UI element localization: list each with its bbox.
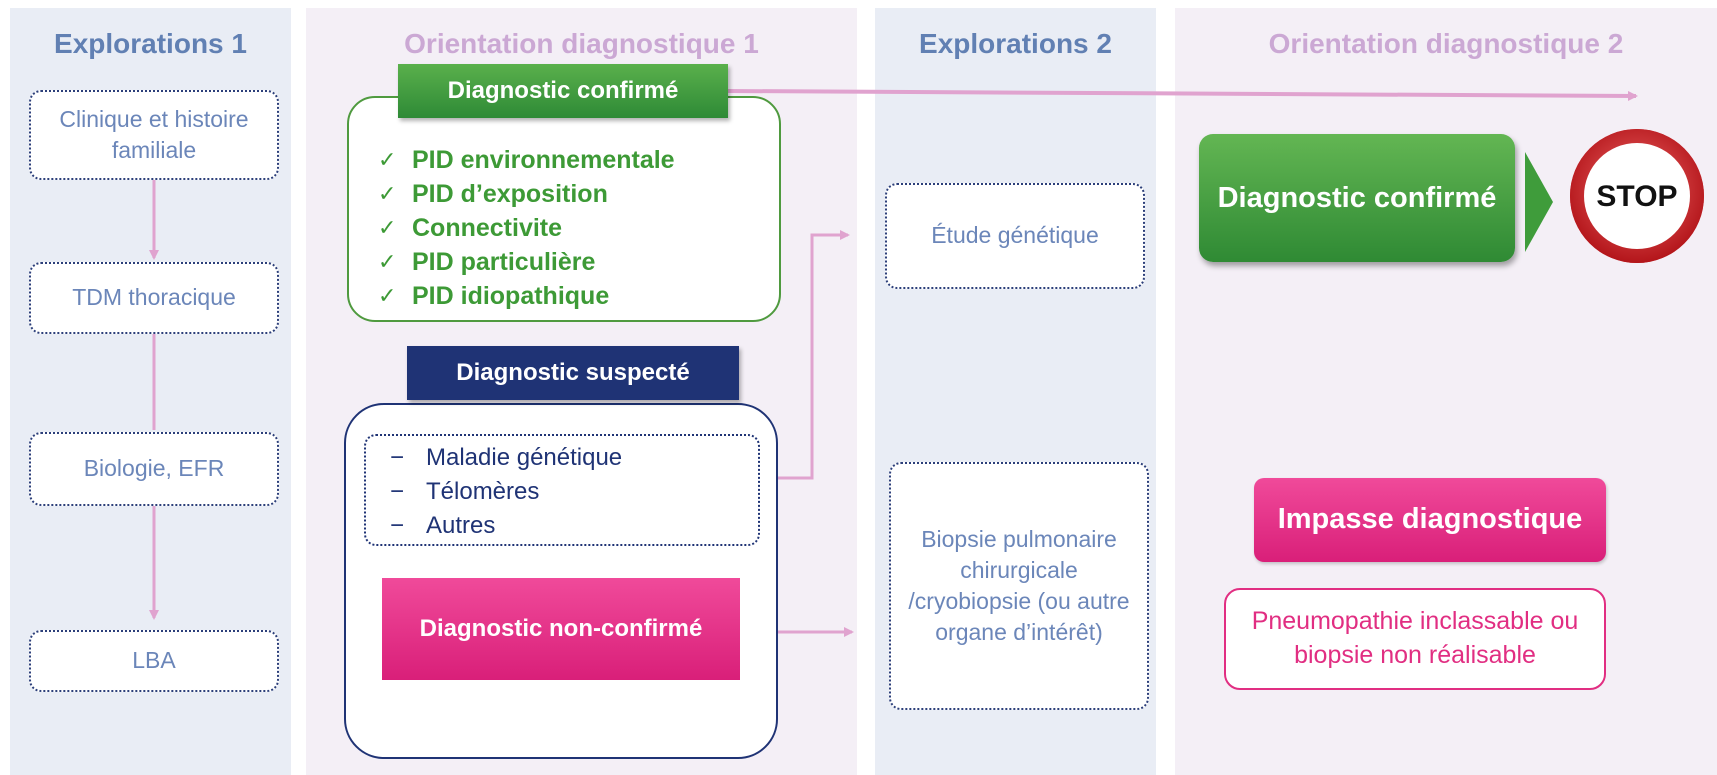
confirmed-item: ✓Connectivite bbox=[378, 211, 675, 245]
suspected-item: −Télomères bbox=[390, 475, 622, 509]
confirmed-banner: Diagnostic confirmé bbox=[398, 64, 728, 118]
dash-bullet: − bbox=[390, 444, 405, 471]
checkmark-icon: ✓ bbox=[378, 215, 397, 240]
exploration-tdm-thoracique: TDM thoracique bbox=[29, 262, 279, 334]
suspected-list: −Maladie génétique −Télomères −Autres bbox=[390, 441, 622, 543]
chevron-right-icon bbox=[1525, 152, 1553, 252]
checkmark-icon: ✓ bbox=[378, 283, 397, 308]
confirmed-item: ✓PID environnementale bbox=[378, 143, 675, 177]
dash-bullet: − bbox=[390, 512, 405, 539]
exploration-biopsie: Biopsie pulmonaire chirurgicale /cryobio… bbox=[889, 462, 1149, 710]
column-title-orientation-1: Orientation diagnostique 1 bbox=[404, 28, 759, 59]
exploration-lba: LBA bbox=[29, 630, 279, 692]
column-title-explorations-2: Explorations 2 bbox=[919, 28, 1112, 59]
exploration-biologie-efr: Biologie, EFR bbox=[29, 432, 279, 506]
exploration-clinique: Clinique et histoire familiale bbox=[29, 90, 279, 180]
confirmed-item: ✓PID idiopathique bbox=[378, 279, 675, 313]
checkmark-icon: ✓ bbox=[378, 147, 397, 172]
stop-sign-label: STOP bbox=[1596, 180, 1677, 213]
column-title-explorations-1: Explorations 1 bbox=[54, 28, 247, 59]
confirmed-item: ✓PID particulière bbox=[378, 245, 675, 279]
suspected-items-box bbox=[364, 434, 760, 546]
exploration-etude-genetique: Étude génétique bbox=[885, 183, 1145, 289]
suspected-item: −Autres bbox=[390, 509, 622, 543]
suspected-item: −Maladie génétique bbox=[390, 441, 622, 475]
final-confirmed-box: Diagnostic confirmé bbox=[1199, 134, 1515, 262]
impasse-detail-box: Pneumopathie inclassable ou biopsie non … bbox=[1224, 588, 1606, 690]
column-title-orientation-2: Orientation diagnostique 2 bbox=[1268, 28, 1624, 59]
dash-bullet: − bbox=[390, 478, 405, 505]
confirmed-item: ✓PID d’exposition bbox=[378, 177, 675, 211]
checkmark-icon: ✓ bbox=[378, 249, 397, 274]
not-confirmed-box: Diagnostic non-confirmé bbox=[382, 578, 740, 680]
confirmed-list: ✓PID environnementale ✓PID d’exposition … bbox=[378, 143, 675, 313]
suspected-banner: Diagnostic suspecté bbox=[407, 346, 739, 400]
arrow-confirmed-to-stop bbox=[727, 89, 1638, 101]
confirmed-frame bbox=[347, 96, 781, 322]
stop-sign-icon: STOP bbox=[1570, 129, 1704, 263]
impasse-diagnostique-box: Impasse diagnostique bbox=[1254, 478, 1606, 562]
arrow-suspected-to-genetique bbox=[760, 230, 850, 480]
checkmark-icon: ✓ bbox=[378, 181, 397, 206]
